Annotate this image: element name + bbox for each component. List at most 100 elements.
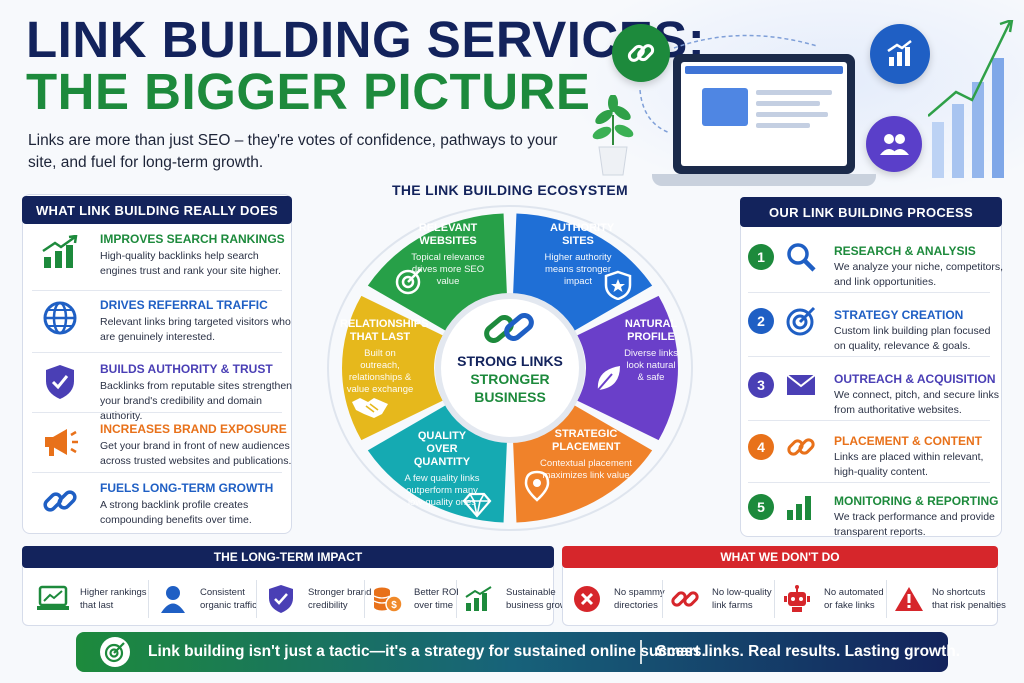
- user-icon: [156, 582, 190, 616]
- divider: [748, 420, 990, 421]
- divider: [32, 290, 282, 291]
- growth-chart-icon: [40, 232, 80, 272]
- segment-desc: Built on outreach, relationships & value…: [346, 348, 414, 395]
- divider: [256, 580, 257, 618]
- page-title-line2: THE BIGGER PICTURE: [26, 63, 591, 120]
- segment-desc: A few quality links outperform many low-…: [404, 473, 480, 508]
- target-icon: [100, 637, 130, 667]
- center-line3: BUSINESS: [474, 389, 546, 405]
- dont-do-heading: WHAT WE DON'T DO: [562, 546, 998, 568]
- text-line: [756, 112, 828, 117]
- coins-icon: $: [370, 582, 404, 616]
- benefit-desc: High-quality backlinks help search engin…: [100, 250, 281, 277]
- divider: [748, 292, 990, 293]
- text-line: [756, 101, 820, 106]
- segment-relationships: RELATIONSHIPS THAT LAST Built on outreac…: [332, 318, 428, 396]
- dashed-arrow-icon: [673, 34, 818, 49]
- shield-check-icon: [264, 582, 298, 616]
- laptop-base: [652, 174, 876, 186]
- page-title-line1: LINK BUILDING SERVICES:: [26, 11, 706, 68]
- link-icon: [784, 430, 818, 464]
- segment-relevant-websites: RELEVANT WEBSITES Topical relevance driv…: [398, 222, 498, 288]
- divider: [32, 472, 282, 473]
- segment-desc: Higher authority means stronger impact: [544, 252, 612, 287]
- segment-quality-over-quantity: QUALITY OVER QUANTITY A few quality link…: [390, 430, 494, 509]
- step-desc: We analyze your niche, competitors, and …: [834, 261, 1004, 288]
- benefit-title: INCREASES BRAND EXPOSURE: [100, 422, 287, 436]
- step-desc: Links are placed within relevant, high-q…: [834, 451, 984, 478]
- segment-wedge-1: [512, 213, 653, 331]
- globe-icon: [40, 298, 80, 338]
- segment-title: QUALITY OVER QUANTITY: [413, 430, 471, 468]
- segment-title: STRATEGIC PLACEMENT: [552, 428, 621, 453]
- laptop-chart-icon: [36, 582, 70, 616]
- divider: [32, 412, 282, 413]
- divider: [748, 482, 990, 483]
- shield-check-icon: [40, 362, 80, 402]
- benefit-desc: Get your brand in front of new audiences…: [100, 440, 292, 467]
- footer-banner: Link building isn't just a tactic—it's a…: [76, 632, 960, 672]
- browser-bar: [685, 66, 843, 74]
- leaf-icon: [597, 366, 620, 391]
- footer-tagline: Smart links. Real results. Lasting growt…: [656, 643, 961, 660]
- step-title: RESEARCH & ANALYSIS: [834, 244, 976, 258]
- link-icon: [40, 481, 80, 521]
- impact-heading: THE LONG-TERM IMPACT: [22, 546, 554, 568]
- footer-statement: Link building isn't just a tactic—it's a…: [148, 643, 706, 660]
- divider: [662, 580, 663, 618]
- what-link-building-does-heading: WHAT LINK BUILDING REALLY DOES: [22, 196, 292, 224]
- envelope-icon: [784, 368, 818, 402]
- segment-desc: Diverse links look natural & safe: [624, 348, 678, 383]
- divider: [364, 580, 365, 618]
- step-title: MONITORING & REPORTING: [834, 494, 999, 508]
- benefit-title: IMPROVES SEARCH RANKINGS: [100, 232, 285, 246]
- diamond-icon: [462, 492, 492, 518]
- users-icon: [866, 116, 922, 172]
- center-link-icon: [484, 313, 534, 343]
- benefit-title: BUILDS AUTHORITY & TRUST: [100, 362, 273, 376]
- segment-title: RELEVANT WEBSITES: [418, 222, 478, 247]
- text-line: [756, 123, 810, 128]
- benefit-desc: Relevant links bring targeted visitors w…: [100, 316, 291, 343]
- step-title: STRATEGY CREATION: [834, 308, 964, 322]
- x-circle-icon: [570, 582, 604, 616]
- divider: [774, 580, 775, 618]
- growth-chart-icon: [870, 24, 930, 84]
- process-panel: [740, 197, 1002, 537]
- step-number: 3: [748, 372, 774, 398]
- segment-authority-sites: AUTHORITY SITES Higher authority means s…: [528, 222, 628, 288]
- benefit-desc: Backlinks from reputable sites strengthe…: [100, 380, 293, 422]
- handshake-icon: [352, 398, 388, 418]
- warning-icon: [892, 582, 926, 616]
- robot-icon: [780, 582, 814, 616]
- divider: [456, 580, 457, 618]
- growth-bars-icon: [928, 20, 1014, 178]
- link-icon: [612, 24, 670, 82]
- growth-chart-icon: [462, 582, 496, 616]
- segment-wedge-0: [367, 213, 508, 331]
- step-number: 5: [748, 494, 774, 520]
- center-line1: STRONG LINKS: [457, 353, 563, 369]
- step-desc: Custom link building plan focused on qua…: [834, 325, 991, 352]
- divider: [886, 580, 887, 618]
- text-line: [756, 90, 832, 95]
- bar-chart-icon: [784, 490, 818, 524]
- process-heading: OUR LINK BUILDING PROCESS: [740, 197, 1002, 227]
- segment-desc: Contextual placement maximizes link valu…: [540, 458, 632, 481]
- benefit-title: DRIVES REFERRAL TRAFFIC: [100, 298, 268, 312]
- footer-divider: [640, 640, 642, 664]
- divider: [748, 356, 990, 357]
- broken-link-icon: [668, 582, 702, 616]
- divider: [148, 580, 149, 618]
- step-desc: We connect, pitch, and secure links from…: [834, 389, 999, 416]
- segment-title: AUTHORITY SITES: [550, 222, 615, 247]
- svg-text:$: $: [391, 600, 397, 611]
- segment-natural-profile: NATURAL PROFILE Diverse links look natur…: [610, 318, 692, 384]
